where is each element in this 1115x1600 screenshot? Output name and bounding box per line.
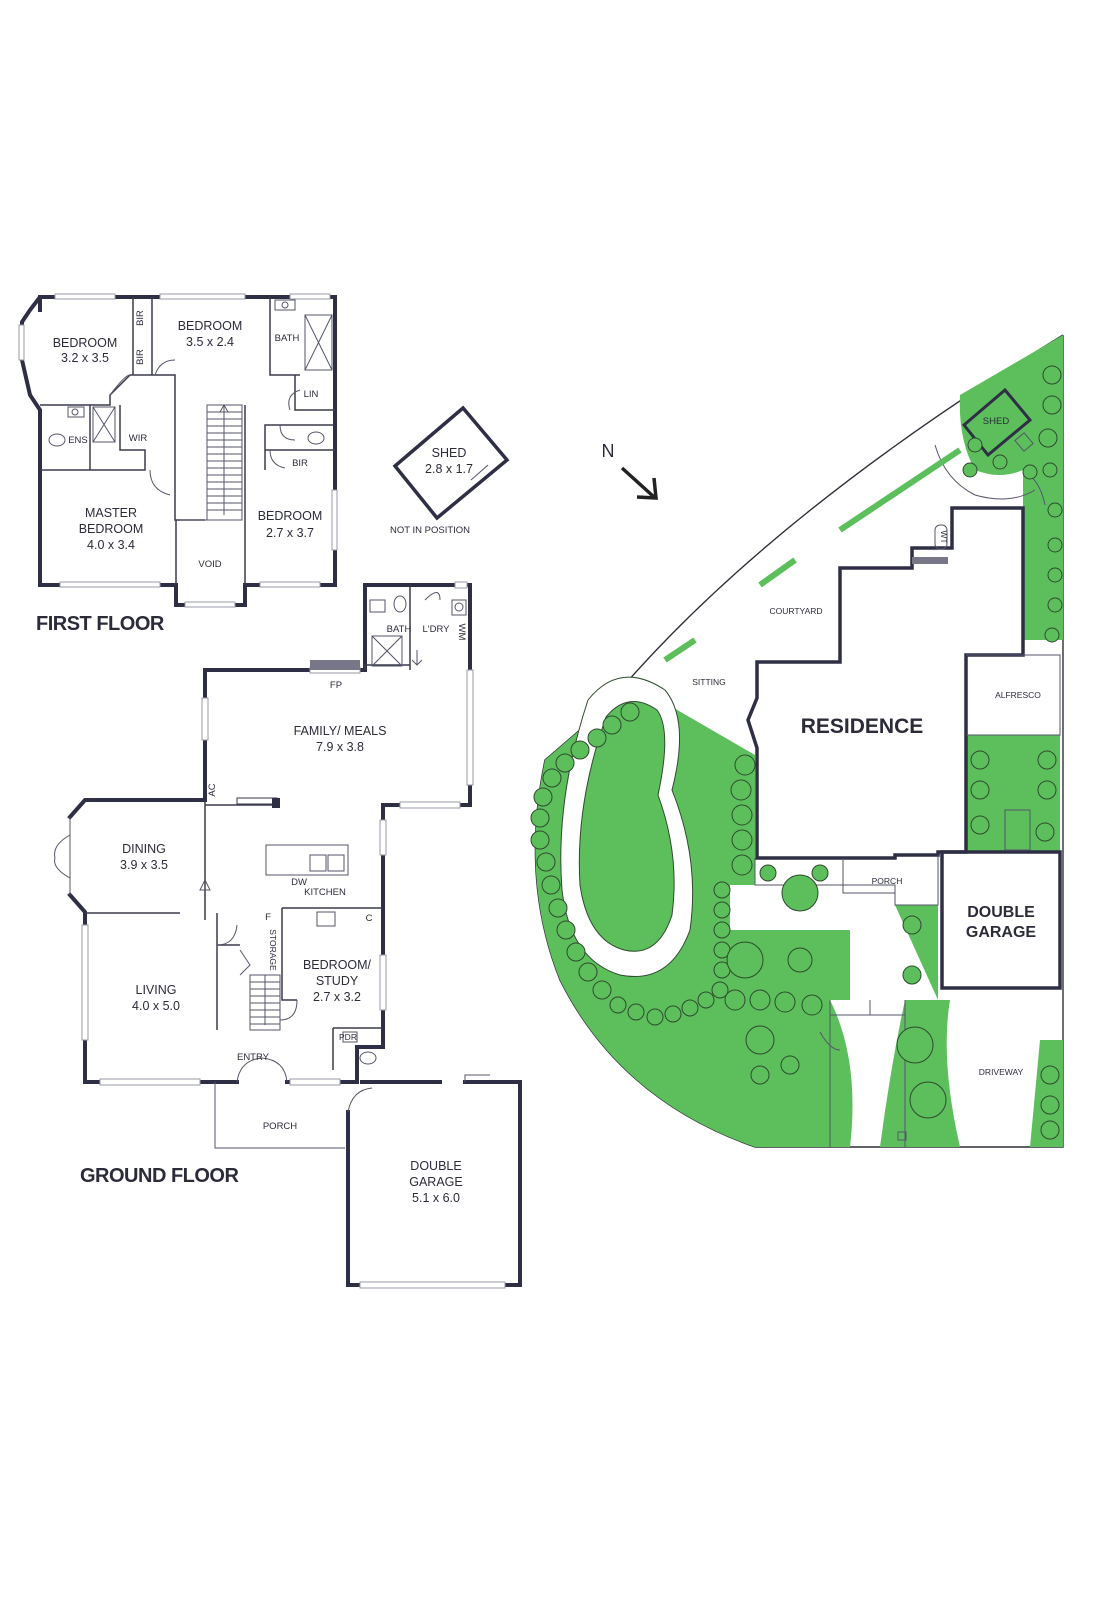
lin-label: LIN: [304, 389, 319, 400]
bir-label-3: BIR: [292, 458, 308, 469]
shed-plan: SHED 2.8 x 1.7 NOT IN POSITION: [390, 405, 510, 536]
fp-label: FP: [330, 680, 342, 691]
first-bedroom-4-name: BEDROOM: [258, 509, 323, 523]
garage-size: 5.1 x 6.0: [412, 1191, 460, 1205]
bir-label-2: BIR: [135, 349, 146, 365]
ens-label: ENS: [68, 435, 88, 446]
residence-label: RESIDENCE: [801, 715, 924, 738]
family-meals-size: 7.9 x 3.8: [316, 740, 364, 754]
wir-label: WIR: [129, 433, 148, 444]
entry-label: ENTRY: [237, 1052, 270, 1063]
ground-bath-label: BATH: [387, 624, 412, 635]
garage-line2: GARAGE: [409, 1175, 463, 1189]
first-bedroom-2-size: 3.5 x 2.4: [186, 335, 234, 349]
first-floor-heading: FIRST FLOOR: [36, 613, 165, 635]
driveway-label: DRIVEWAY: [979, 1067, 1024, 1077]
north-arrow: N: [602, 441, 658, 500]
dw-label: DW: [291, 877, 307, 888]
site-porch-label: PORCH: [872, 876, 903, 886]
pdr-label: PDR: [339, 1032, 357, 1042]
ac-label: AC: [207, 783, 218, 796]
site-trees: [530, 365, 1063, 1140]
ground-porch-label: PORCH: [263, 1121, 297, 1132]
ground-floor-plan: FAMILY/ MEALS 7.9 x 3.8 DINING 3.9 x 3.5…: [54, 581, 522, 1289]
master-bedroom-line1: MASTER: [85, 506, 137, 520]
first-bath-label: BATH: [275, 333, 300, 344]
master-bedroom-size: 4.0 x 3.4: [87, 538, 135, 552]
shed-size: 2.8 x 1.7: [425, 462, 473, 476]
first-floor-stairs: [206, 403, 243, 521]
ldry-label: L'DRY: [423, 624, 451, 635]
wt-label: WT: [939, 530, 949, 543]
c-label: C: [366, 913, 373, 924]
courtyard-label: COURTYARD: [769, 606, 822, 616]
sitting-label: SITTING: [692, 677, 726, 687]
living-size: 4.0 x 5.0: [132, 999, 180, 1013]
fridge-label: F: [265, 912, 271, 923]
first-bedroom-1-name: BEDROOM: [53, 336, 118, 350]
master-bedroom-line2: BEDROOM: [79, 522, 144, 536]
shed-name: SHED: [432, 446, 467, 460]
ground-floor-stairs: [239, 949, 281, 1031]
living-name: LIVING: [136, 983, 177, 997]
study-line2: STUDY: [316, 974, 359, 988]
void-label: VOID: [198, 559, 221, 570]
shed-note: NOT IN POSITION: [390, 525, 470, 536]
storage-label: STORAGE: [268, 929, 278, 971]
wm-label: WM: [456, 624, 467, 641]
study-line1: BEDROOM/: [303, 958, 372, 972]
first-floor-plan: BEDROOM 3.2 x 3.5 BEDROOM 3.5 x 2.4 MAST…: [18, 293, 338, 635]
family-meals-name: FAMILY/ MEALS: [294, 724, 387, 738]
study-size: 2.7 x 3.2: [313, 990, 361, 1004]
site-plan: RESIDENCE DOUBLE GARAGE SHED WT COURTYAR…: [530, 334, 1064, 1148]
first-bedroom-1-size: 3.2 x 3.5: [61, 351, 109, 365]
garage-line1: DOUBLE: [410, 1159, 461, 1173]
dining-size: 3.9 x 3.5: [120, 858, 168, 872]
bir-label-1: BIR: [135, 310, 146, 326]
first-bedroom-4-size: 2.7 x 3.7: [266, 526, 314, 540]
kitchen-label: KITCHEN: [304, 887, 346, 898]
alfresco-label: ALFRESCO: [995, 690, 1041, 700]
north-label: N: [602, 441, 615, 461]
ground-floor-heading: GROUND FLOOR: [80, 1165, 239, 1187]
site-shed-label: SHED: [983, 416, 1010, 427]
first-floor-fixtures: [48, 299, 333, 447]
first-bedroom-2-name: BEDROOM: [178, 319, 243, 333]
site-garage-line1: DOUBLE: [967, 904, 1035, 921]
dining-name: DINING: [122, 842, 166, 856]
site-garage-line2: GARAGE: [966, 924, 1037, 941]
